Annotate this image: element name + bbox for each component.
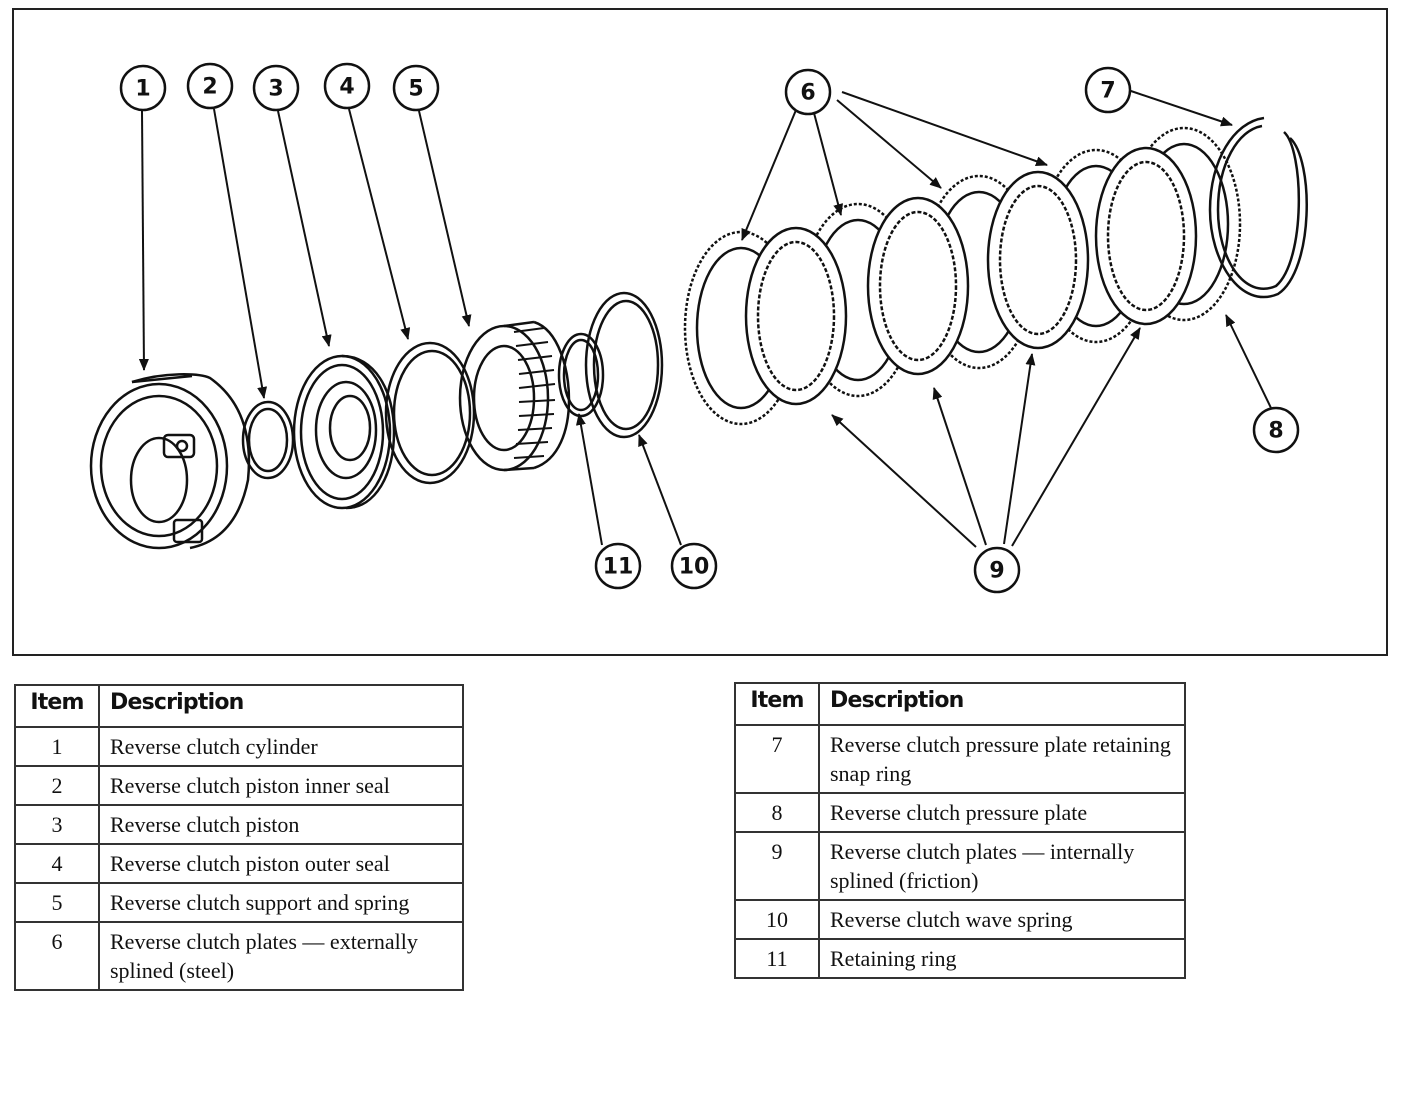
table-row: 7 Reverse clutch pressure plate retainin… [734,724,1186,794]
item-description: Reverse clutch piston [98,804,464,845]
part-clutch-plate-pack [683,126,1242,426]
callout-10: 10 [679,555,710,580]
part-piston-inner-seal [241,400,295,480]
item-description: Retaining ring [818,938,1186,979]
part-support-and-spring [458,320,571,472]
callout-5: 5 [408,77,423,102]
item-description: Reverse clutch plates — internally splin… [818,831,1186,901]
table-row: 1 Reverse clutch cylinder [14,726,464,767]
item-number: 4 [14,843,100,884]
callout-9: 9 [989,559,1004,584]
table-row: 9 Reverse clutch plates — internally spl… [734,831,1186,901]
item-number: 3 [14,804,100,845]
callout-labels: 1 2 3 4 5 6 7 8 9 10 11 [135,75,1283,584]
item-number: 2 [14,765,100,806]
callout-circles [119,62,1300,594]
legend-table-left: Item Description 1 Reverse clutch cylind… [14,684,464,991]
callout-8: 8 [1268,419,1283,444]
leader-lines [138,89,1273,548]
item-description: Reverse clutch pressure plate [818,792,1186,833]
table-row: 3 Reverse clutch piston [14,804,464,845]
header-item: Item [734,682,820,726]
callout-6: 6 [800,81,815,106]
callout-4: 4 [339,75,354,100]
item-description: Reverse clutch wave spring [818,899,1186,940]
item-number: 1 [14,726,100,767]
table-row: 2 Reverse clutch piston inner seal [14,765,464,806]
item-number: 8 [734,792,820,833]
item-number: 10 [734,899,820,940]
item-description: Reverse clutch piston inner seal [98,765,464,806]
part-reverse-clutch-cylinder [89,373,251,550]
legend-header-row: Item Description [14,684,464,728]
callout-7: 7 [1100,79,1115,104]
part-wave-spring [584,291,664,439]
callout-1: 1 [135,77,150,102]
part-snap-ring [1208,116,1308,299]
exploded-view-diagram: 1 2 3 4 5 6 7 8 9 10 11 [12,8,1388,656]
item-description: Reverse clutch cylinder [98,726,464,767]
item-number: 9 [734,831,820,901]
table-row: 8 Reverse clutch pressure plate [734,792,1186,833]
item-description: Reverse clutch pressure plate retaining … [818,724,1186,794]
table-row: 11 Retaining ring [734,938,1186,979]
callout-3: 3 [268,77,283,102]
table-row: 6 Reverse clutch plates — externally spl… [14,921,464,991]
item-number: 7 [734,724,820,794]
item-number: 5 [14,882,100,923]
item-description: Reverse clutch plates — externally splin… [98,921,464,991]
legend-table-right: Item Description 7 Reverse clutch pressu… [734,682,1186,979]
legend-header-row: Item Description [734,682,1186,726]
table-row: 10 Reverse clutch wave spring [734,899,1186,940]
callout-11: 11 [603,555,634,580]
item-number: 6 [14,921,100,991]
header-description: Description [98,684,464,728]
item-number: 11 [734,938,820,979]
header-item: Item [14,684,100,728]
part-reverse-clutch-piston [292,354,396,510]
callout-2: 2 [202,75,217,100]
table-row: 5 Reverse clutch support and spring [14,882,464,923]
table-row: 4 Reverse clutch piston outer seal [14,843,464,884]
item-description: Reverse clutch piston outer seal [98,843,464,884]
header-description: Description [818,682,1186,726]
item-description: Reverse clutch support and spring [98,882,464,923]
